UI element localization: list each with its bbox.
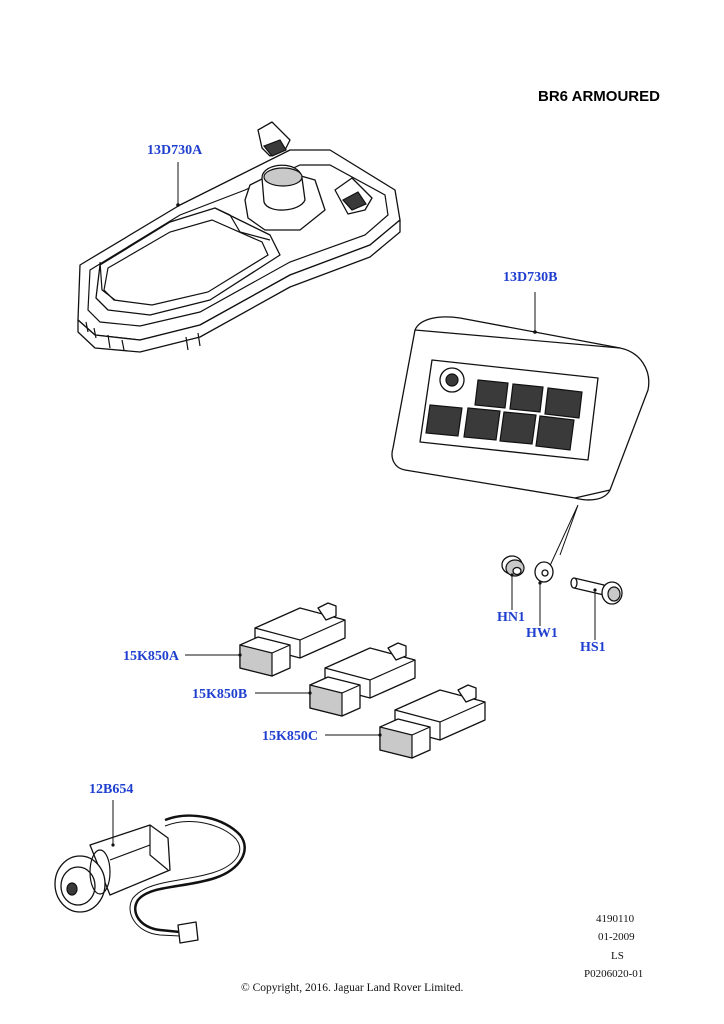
part-label-12B654: 12B654 <box>89 782 134 797</box>
part-label-HN1: HN1 <box>497 610 525 625</box>
part-label-15K850B: 15K850B <box>192 687 248 702</box>
part-label-13D730A: 13D730A <box>147 143 203 158</box>
part-label-13D730B: 13D730B <box>503 270 558 285</box>
drawing-ref: P0206020-01 <box>584 968 644 980</box>
drawing-number: 4190110 <box>596 913 635 925</box>
part-label-15K850A: 15K850A <box>123 649 179 664</box>
part-label-HS1: HS1 <box>580 640 606 655</box>
switch-15K850B <box>309 642 416 717</box>
part-label-HW1: HW1 <box>526 626 558 641</box>
variant-heading: BR6 ARMOURED <box>538 88 660 105</box>
fixings <box>501 555 623 605</box>
drawing-code: LS <box>611 950 624 962</box>
switch-15K850C <box>379 684 486 759</box>
power-socket <box>54 814 246 944</box>
copyright-notice: © Copyright, 2016. Jaguar Land Rover Lim… <box>241 982 464 994</box>
switch-15K850A <box>239 602 346 677</box>
drawing-date: 01-2009 <box>598 931 635 943</box>
switch-panel <box>391 316 650 501</box>
console-trim-panel <box>77 121 401 353</box>
part-label-15K850C: 15K850C <box>262 729 318 744</box>
